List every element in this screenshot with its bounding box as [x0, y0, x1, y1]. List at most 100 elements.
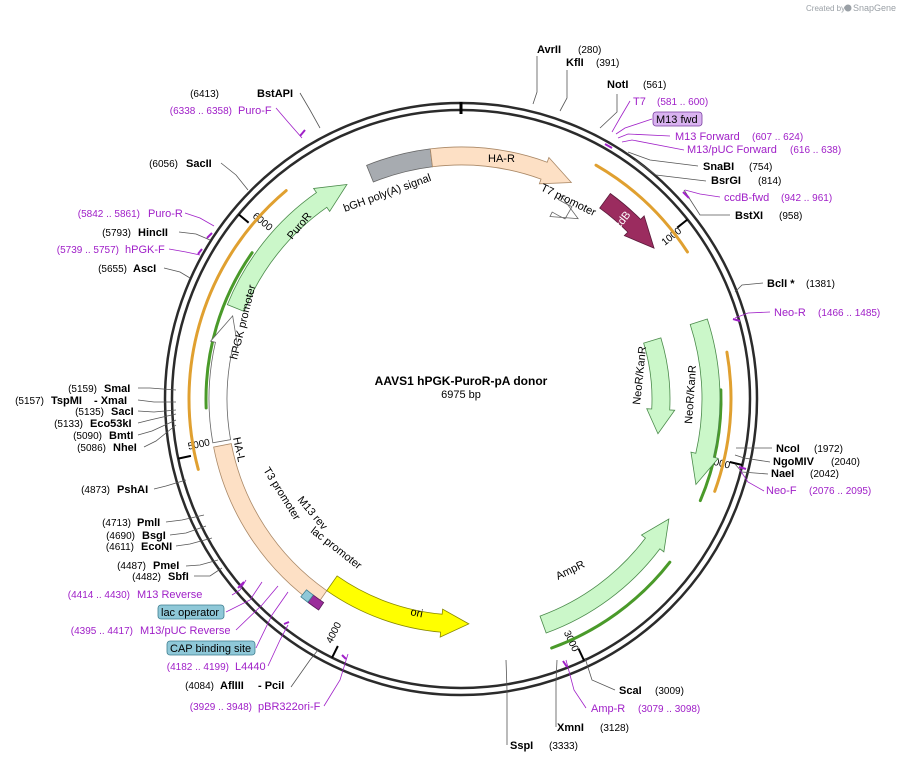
primer-binding-marks	[197, 129, 747, 668]
enzyme-kfli: KflI	[566, 57, 584, 69]
ruler-tick	[178, 454, 192, 460]
enzyme-leader-lines	[137, 56, 772, 745]
feature-lac-operator: lac operator	[161, 607, 219, 619]
primer-m13-reverse-pos: (4414 .. 4430)	[68, 590, 130, 601]
enzyme-ngomiv: NgoMIV	[773, 456, 815, 468]
enzyme-econi-pos: (4611)	[106, 542, 134, 553]
enzyme-sspi: SspI	[510, 740, 533, 752]
enzyme-nhei: NheI	[113, 442, 137, 454]
feature-label-ha-l: HA-L	[230, 436, 247, 463]
primer-neo-r-pos: (1466 .. 1485)	[818, 308, 880, 319]
enzyme-avrii-pos: (280)	[578, 45, 601, 56]
enzyme-bsrgi: BsrGI	[711, 175, 741, 187]
plasmid-name: AAVS1 hPGK-PuroR-pA donor	[375, 374, 548, 388]
feature-label-bgh: bGH poly(A) signal	[342, 172, 433, 215]
enzyme-bmti-pos: (5090)	[73, 431, 102, 442]
tag-m13-fwd	[652, 111, 703, 127]
feature-ha-r	[429, 146, 573, 185]
enzyme-snabi: SnaBI	[703, 161, 734, 173]
primer-m13-puc-forward-pos: (616 .. 638)	[790, 145, 841, 156]
enzyme-sbfi: SbfI	[168, 571, 189, 583]
primer-m13-puc-forward: M13/pUC Forward	[687, 144, 777, 156]
primer-neo-f-pos: (2076 .. 2095)	[809, 486, 871, 497]
primer-l4440: L4440	[235, 661, 266, 673]
orf-ampr	[550, 560, 672, 650]
primer-puro-r: Puro-R	[148, 208, 183, 220]
enzyme-tspmi: TspMI	[51, 395, 82, 407]
tag-cap-binding-site	[166, 640, 256, 656]
feature-ampr	[539, 518, 670, 634]
primer-pbr322ori-f-pos: (3929 .. 3948)	[190, 702, 252, 713]
orf-left-orange	[187, 189, 288, 471]
primer-amp-r-pos: (3079 .. 3098)	[638, 704, 700, 715]
primer-puro-f: Puro-F	[238, 105, 272, 117]
feature-label-neo-outer: NeoR/KanR	[683, 365, 699, 424]
primer-m13-puc-reverse: M13/pUC Reverse	[140, 625, 230, 637]
enzyme-naei-pos: (2042)	[810, 469, 839, 480]
primer-m13-forward-pos: (607 .. 624)	[752, 132, 803, 143]
enzyme-xmni: XmnI	[557, 722, 584, 734]
enzyme-avrii: AvrII	[537, 44, 561, 56]
orf-ccdb	[594, 163, 689, 254]
enzyme-bstapi-pos: (6413)	[190, 89, 219, 100]
enzyme-nhei-pos: (5086)	[77, 443, 106, 454]
feature-neor-kanr-outer	[689, 318, 721, 486]
enzyme-sbfi-pos: (4482)	[132, 572, 161, 583]
snapgene-logo-icon	[844, 4, 852, 12]
ruler-tick-label: 4000	[324, 620, 344, 645]
feature-label-ori: ori	[409, 606, 423, 620]
enzyme-pshai-pos: (4873)	[81, 485, 110, 496]
primer-amp-r: Amp-R	[591, 703, 625, 715]
enzyme-bsgi-pos: (4690)	[106, 531, 135, 542]
feature-puror	[226, 183, 348, 312]
enzyme-pmei-pos: (4487)	[117, 561, 146, 572]
ruler-tick	[676, 218, 689, 229]
enzyme-pmli: PmlI	[137, 517, 160, 529]
credit-brand: SnapGene	[853, 3, 896, 13]
enzyme-ncoi: NcoI	[776, 443, 800, 455]
feature-neor-kanr-inner	[643, 337, 676, 435]
ruler-tick	[577, 648, 585, 661]
enzyme-snabi-pos: (754)	[749, 162, 772, 173]
primer-l4440-pos: (4182 .. 4199)	[167, 662, 229, 673]
primer-pbr322ori-f: pBR322ori-F	[258, 701, 321, 713]
enzyme-bsrgi-pos: (814)	[758, 176, 781, 187]
feature-ha-l	[213, 443, 328, 606]
primer-leader-lines	[168, 100, 771, 709]
primer-m13-puc-reverse-pos: (4395 .. 4417)	[71, 626, 133, 637]
enzyme-sacii-pos: (6056)	[149, 159, 178, 170]
enzyme-pshai: PshAI	[117, 484, 148, 496]
feature-lac-block	[300, 589, 314, 603]
feature-label-neo-inner: NeoR/KanR	[631, 346, 649, 406]
enzyme-sspi-pos: (3333)	[549, 741, 578, 752]
enzyme-tspmi-pos: (5157)	[15, 396, 44, 407]
enzyme-pmei: PmeI	[153, 560, 179, 572]
enzyme-ngomiv-pos: (2040)	[831, 457, 860, 468]
enzyme-pmli-pos: (4713)	[102, 518, 131, 529]
feature-cap-binding-site: CAP binding site	[170, 643, 251, 655]
feature-label-ha-r: HA-R	[488, 153, 515, 165]
primer-ccdb-fwd: ccdB-fwd	[724, 192, 769, 204]
plasmid-length: 6975 bp	[441, 389, 481, 401]
enzyme-ncoi-pos: (1972)	[814, 444, 843, 455]
enzyme-smai: SmaI	[104, 383, 130, 395]
enzyme-scai: ScaI	[619, 685, 642, 697]
enzyme-sacii: SacII	[186, 158, 212, 170]
enzyme-bstxi-pos: (958)	[779, 211, 802, 222]
enzyme-noti-pos: (561)	[643, 80, 666, 91]
primer-m13-fwd: M13 fwd	[656, 114, 698, 126]
primer-m13-reverse: M13 Reverse	[137, 589, 202, 601]
primer-neo-r: Neo-R	[774, 307, 806, 319]
enzyme-xmai: - XmaI	[94, 395, 127, 407]
feature-hpgk-promoter	[208, 314, 239, 444]
enzyme-scai-pos: (3009)	[655, 686, 684, 697]
enzyme-hincii-pos: (5793)	[102, 228, 131, 239]
enzyme-kfli-pos: (391)	[596, 58, 619, 69]
orf-left-green	[204, 251, 254, 410]
ruler-tick	[729, 461, 743, 466]
enzyme-eco53ki: Eco53kI	[90, 418, 132, 430]
credit-text: Created by	[806, 4, 845, 13]
enzyme-eco53ki-pos: (5133)	[54, 419, 83, 430]
